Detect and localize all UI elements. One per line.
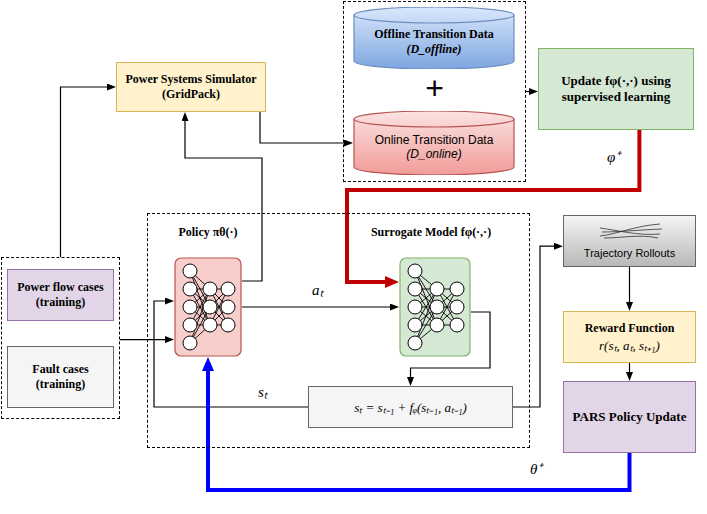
cylinder-body <box>354 111 514 175</box>
connector <box>242 306 392 307</box>
connector <box>260 112 346 143</box>
network-frame <box>400 258 470 356</box>
neuron <box>203 282 217 296</box>
network-heading: Surrogate Model fφ(·,·) <box>356 225 506 240</box>
box-text: (D_online) <box>375 147 494 161</box>
neuron <box>203 318 217 332</box>
box-text: Trajectory Rollouts <box>584 247 675 259</box>
text-holder: Policy πθ(·) <box>151 225 265 240</box>
cylinder-rim <box>354 15 514 23</box>
edge-label: θ⁺ <box>530 462 542 477</box>
trajectory-box: Trajectory Rollouts <box>563 215 696 267</box>
edge-label: aₜ <box>312 283 324 298</box>
neuron <box>450 318 464 332</box>
fault-cases-box: Fault cases (training) <box>7 346 114 408</box>
model-group: Policy πθ(·) Surrogate Model fφ(·,·) sₜ = … <box>147 213 530 448</box>
box-text: (D_offline) <box>374 42 494 57</box>
neuron <box>203 300 217 314</box>
neuron <box>183 264 197 278</box>
trajectory-stroke <box>600 228 660 234</box>
network-link <box>415 289 437 343</box>
neuron <box>221 300 235 314</box>
neuron <box>408 336 422 350</box>
plus-sign: + <box>344 72 525 104</box>
cases-group: Power flow cases (training) Fault cases (… <box>1 257 120 419</box>
edge-label: φ⁺ <box>607 150 620 165</box>
trajectory-icon <box>596 220 666 242</box>
neuron <box>430 282 444 296</box>
neuron <box>430 318 444 332</box>
box-text: Offline Transition Data <box>374 27 494 42</box>
neuron <box>221 318 235 332</box>
text-holder: Trajectory Rollouts <box>584 247 675 259</box>
cylinder-body <box>354 7 514 69</box>
text-holder: Online Transition Data(D_online) <box>375 133 494 161</box>
policy-network: Policy πθ(·) <box>151 225 265 358</box>
text-holder: Offline Transition Data(D_offline) <box>374 27 494 57</box>
connector <box>629 363 630 374</box>
connector <box>185 119 262 281</box>
cylinder-rim <box>354 119 514 127</box>
power-flow-box: Power flow cases (training) <box>7 269 114 321</box>
update-box: Update fφ(·,·) using supervised learning <box>538 48 694 130</box>
text-holder: sₜ = sₜ₋₁ + fᵩ(sₜ₋₁, aₜ₋₁) <box>354 398 467 416</box>
data-group: + Offline Transition Data(D_offline) Onlin… <box>343 1 526 182</box>
simulator-box: Power Systems Simulator (GridPack) <box>116 62 266 112</box>
neuron <box>450 282 464 296</box>
box-text: Fault cases (training) <box>13 362 108 392</box>
box-text: Reward Function <box>585 321 675 336</box>
neuron <box>183 282 197 296</box>
neuron <box>408 282 422 296</box>
neuron <box>183 336 197 350</box>
box-text: Online Transition Data <box>375 133 494 147</box>
state-update-box: sₜ = sₜ₋₁ + fᵩ(sₜ₋₁, aₜ₋₁) <box>308 386 513 428</box>
edge-label: sₜ <box>258 385 268 400</box>
neuron <box>221 282 235 296</box>
text-holder: Power flow cases (training) <box>13 280 108 310</box>
trajectory-stroke <box>600 224 660 236</box>
neuron <box>183 318 197 332</box>
trajectory-stroke <box>604 236 658 238</box>
reward-box: Reward Functionr(sₜ, aₜ, sₜ₊₁) <box>563 311 696 363</box>
box-text: Update fφ(·,·) using supervised learning <box>544 73 688 105</box>
text-holder: PARS Policy Update <box>573 409 687 425</box>
neuron <box>408 300 422 314</box>
network-box <box>399 257 471 357</box>
box-text: Power flow cases (training) <box>13 280 108 310</box>
neuron <box>430 300 444 314</box>
neuron <box>450 300 464 314</box>
text-holder: Fault cases (training) <box>13 362 108 392</box>
network-frame <box>175 258 241 356</box>
text-holder: Update fφ(·,·) using supervised learning <box>544 73 688 105</box>
text-holder: Reward Functionr(sₜ, aₜ, sₜ₊₁) <box>585 321 675 354</box>
box-text: sₜ = sₜ₋₁ + fᵩ(sₜ₋₁, aₜ₋₁) <box>354 398 467 416</box>
surrogate-network: Surrogate Model fφ(·,·) <box>356 225 506 358</box>
network-link <box>190 289 210 343</box>
network-box <box>174 257 242 357</box>
pars-update-box: PARS Policy Update <box>563 381 696 453</box>
neuron <box>183 300 197 314</box>
connector <box>629 267 630 304</box>
online-data-cylinder: Online Transition Data(D_online) <box>353 111 515 175</box>
text-holder: Surrogate Model fφ(·,·) <box>356 225 506 240</box>
offline-data-cylinder: Offline Transition Data(D_offline) <box>353 7 515 69</box>
box-text: r(sₜ, aₜ, sₜ₊₁) <box>585 336 675 354</box>
box-text: PARS Policy Update <box>573 409 687 425</box>
connector <box>513 246 556 407</box>
box-text: Power Systems Simulator (GridPack) <box>122 72 260 102</box>
neuron <box>408 264 422 278</box>
neuron <box>408 318 422 332</box>
network-heading: Policy πθ(·) <box>151 225 265 240</box>
text-holder: + <box>344 72 525 104</box>
connector <box>526 91 531 92</box>
connector <box>61 87 110 257</box>
text-holder: Power Systems Simulator (GridPack) <box>122 72 260 102</box>
connector <box>120 339 167 340</box>
